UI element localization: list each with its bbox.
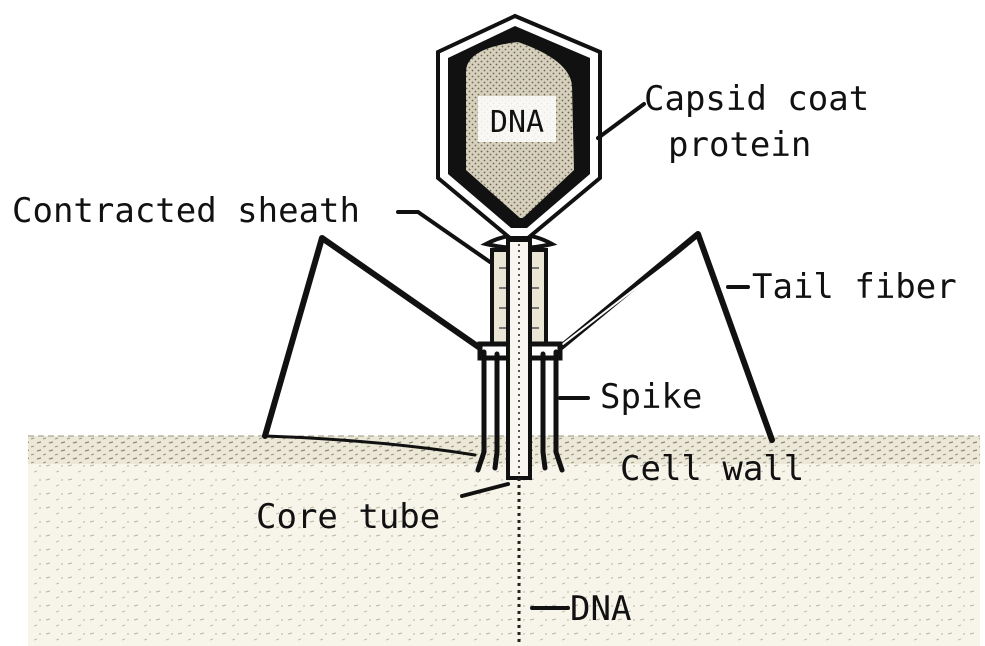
- cell-wall-band: [28, 436, 980, 464]
- tail-fiber-left: [265, 238, 480, 455]
- core-tube-label: Core tube: [256, 497, 440, 537]
- core-tube: [508, 240, 530, 478]
- capsid-leader: [598, 104, 644, 138]
- capsid-label-line2: protein: [668, 125, 811, 165]
- tail-fiber-label: Tail fiber: [752, 267, 957, 307]
- capsid-label-line1: Capsid coat: [644, 79, 869, 119]
- contracted-sheath-label: Contracted sheath: [12, 191, 360, 231]
- dna-in-capsid-label: DNA: [490, 105, 544, 140]
- spike-label: Spike: [600, 377, 702, 417]
- capsid-head: DNA: [438, 16, 600, 238]
- host-cell: [28, 436, 980, 646]
- sheath-leader: [398, 212, 490, 262]
- dna-injected-label: DNA: [570, 589, 631, 629]
- cell-wall-label: Cell wall: [620, 449, 804, 489]
